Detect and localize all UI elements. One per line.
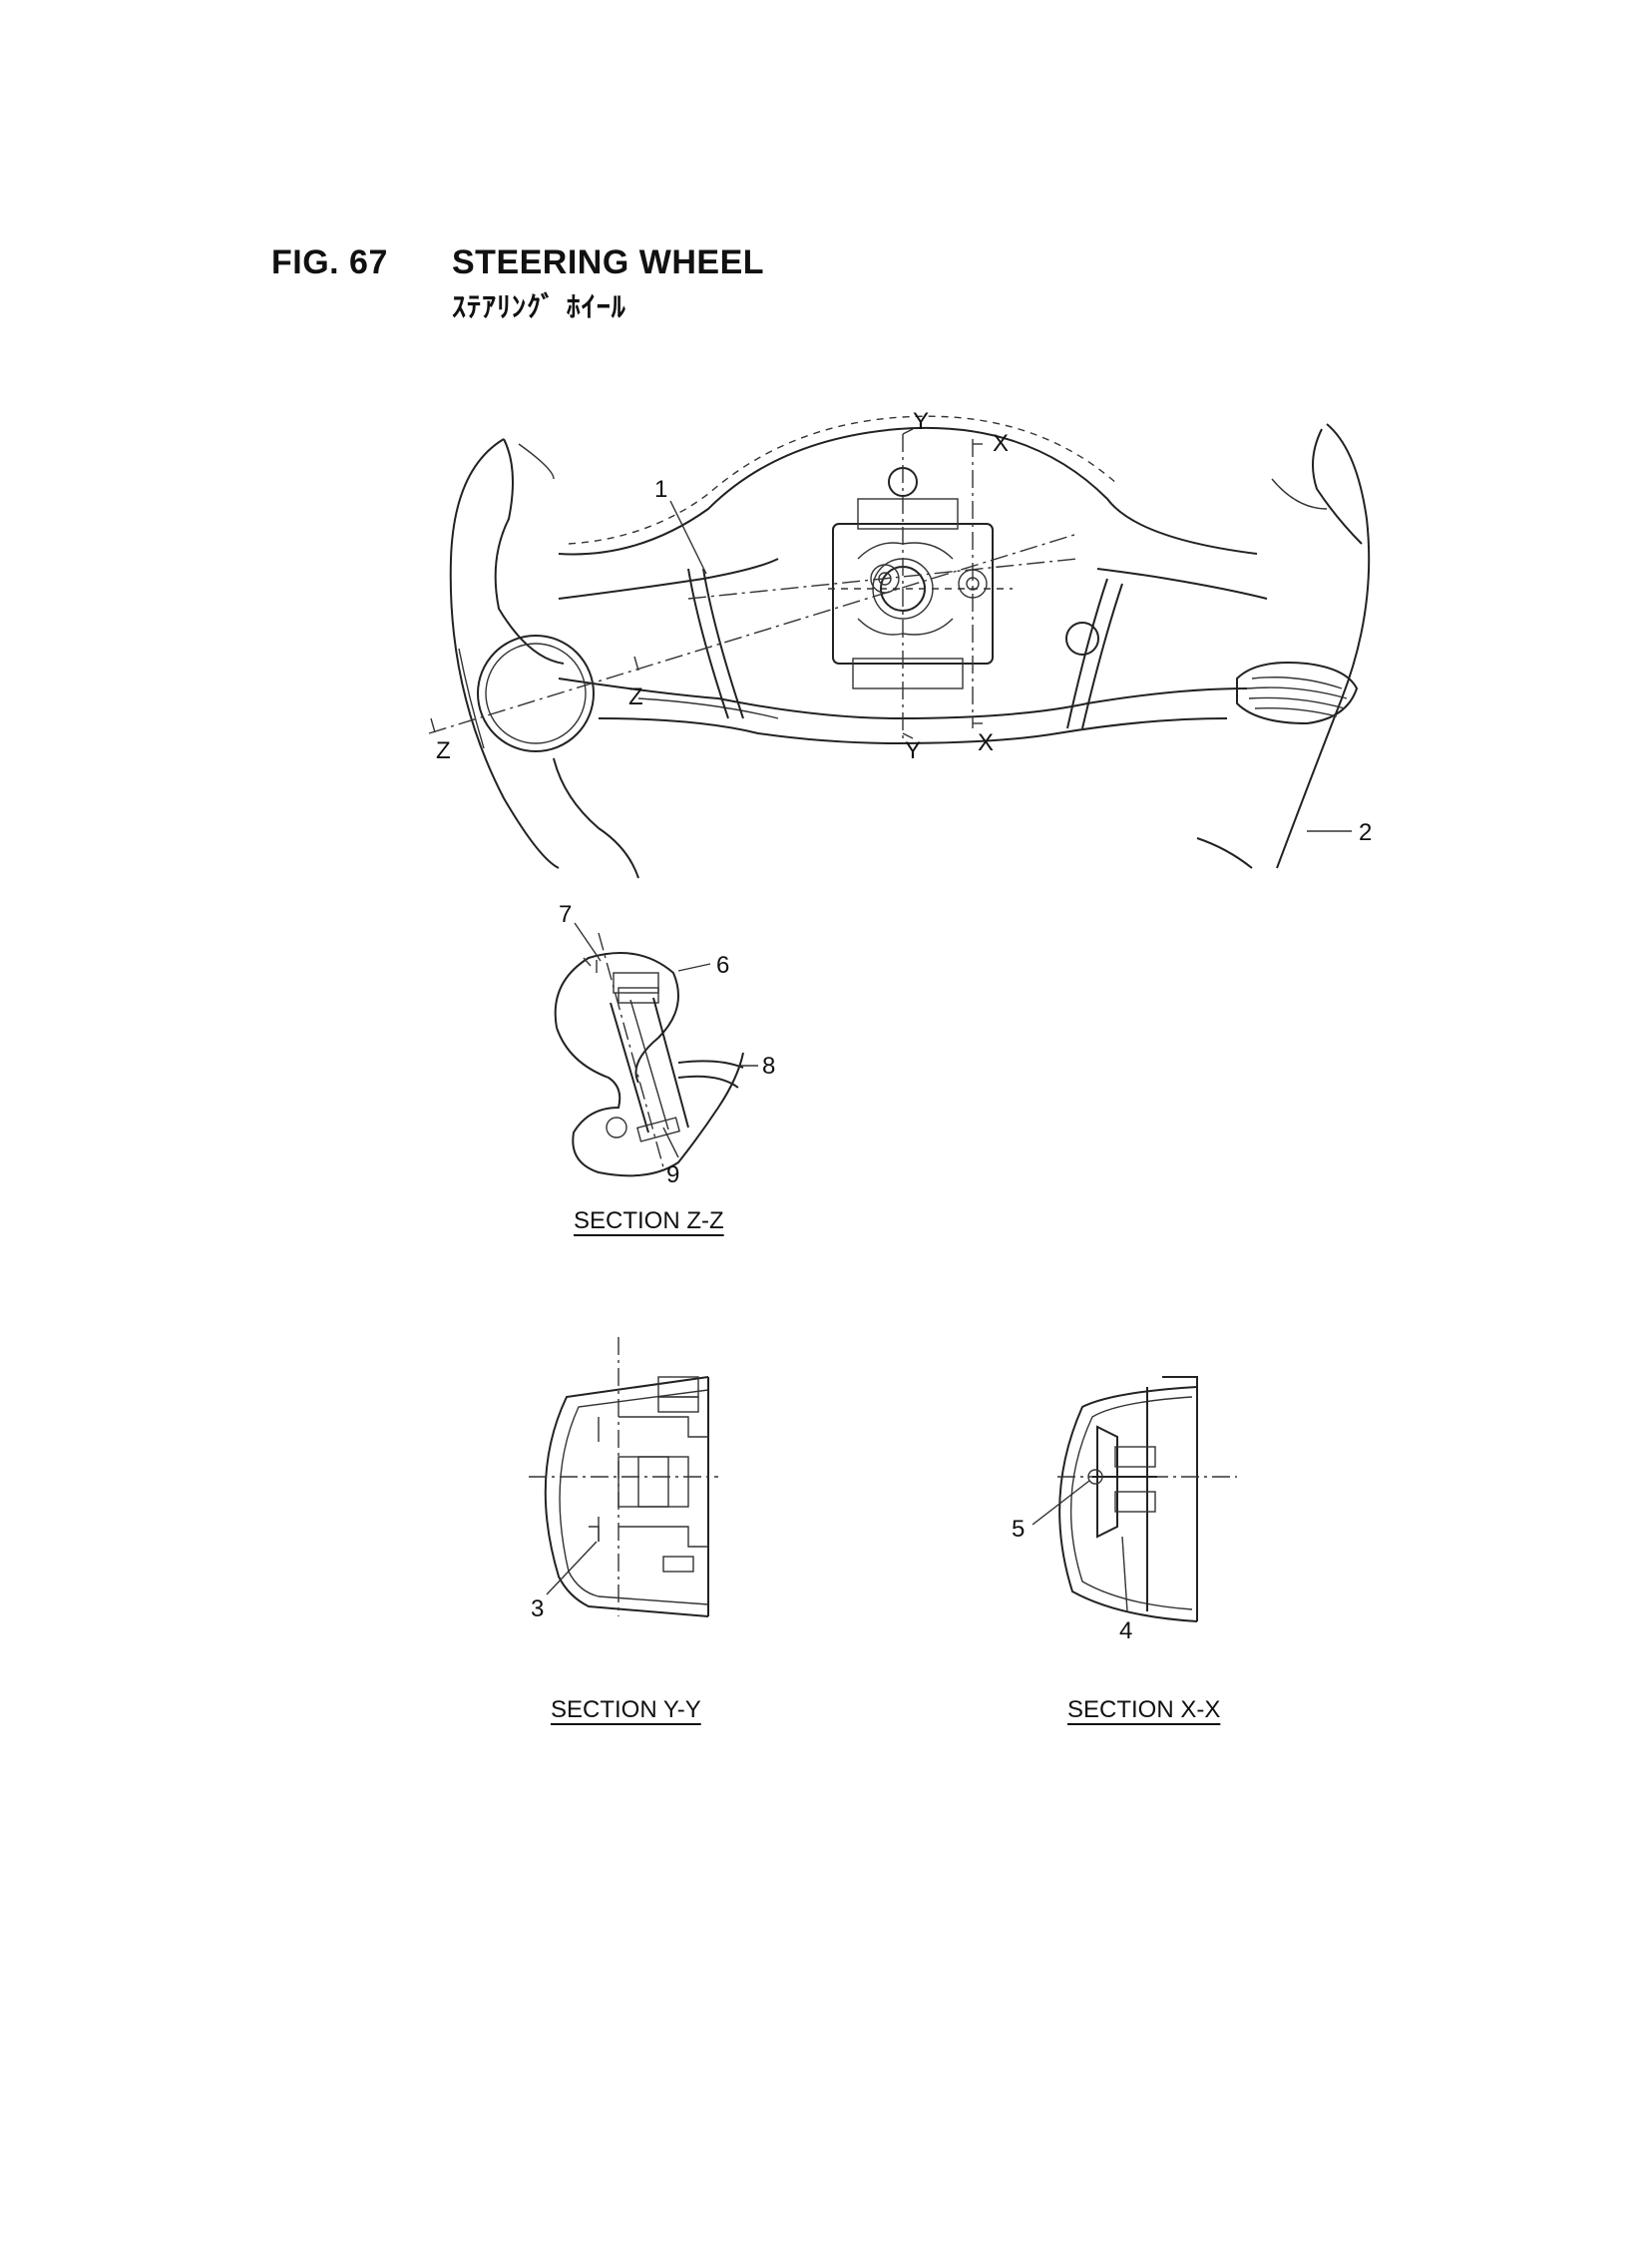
callout-7: 7 <box>559 901 572 928</box>
hub-lower-arc <box>558 678 1248 720</box>
figure-subtitle-japanese: ｽﾃｱﾘﾝｸﾞ ﾎｲｰﾙ <box>452 290 626 323</box>
section-mark-z-right: Z <box>628 683 643 710</box>
caption-section-xx: SECTION X-X <box>1067 1696 1221 1723</box>
caption-section-zz: SECTION Z-Z <box>574 1207 724 1234</box>
section-mark-y-top: Y <box>913 408 929 435</box>
callout-6: 6 <box>716 952 729 979</box>
section-mark-z-left: Z <box>436 737 451 764</box>
left-rim-lower <box>553 757 639 879</box>
right-rim-outer <box>1276 423 1371 869</box>
section-yy-view: 3 <box>529 1337 718 1622</box>
callout-3: 3 <box>531 1595 544 1622</box>
callout-5: 5 <box>1012 1516 1025 1543</box>
left-rim-outer <box>449 438 560 869</box>
right-rim-inner <box>1312 428 1363 545</box>
callout-2: 2 <box>1359 819 1372 846</box>
figure-number: FIG. 67 <box>271 243 388 281</box>
right-rim-lower <box>1196 837 1253 869</box>
callout-4: 4 <box>1119 1617 1132 1644</box>
caption-section-yy: SECTION Y-Y <box>551 1696 701 1723</box>
section-mark-y-bottom: Y <box>905 737 921 764</box>
section-xx-view: 5 4 <box>1012 1376 1237 1644</box>
section-zz-view: 7 6 8 9 <box>554 901 775 1188</box>
left-rim-inner <box>494 438 565 665</box>
steering-wheel-main-view: Y Y X X Z Z 1 2 <box>428 408 1372 879</box>
section-mark-x-bottom: X <box>978 729 994 756</box>
callout-9: 9 <box>666 1161 679 1188</box>
figure-title: STEERING WHEEL <box>452 243 765 281</box>
callout-8: 8 <box>762 1053 775 1080</box>
callout-1: 1 <box>654 476 667 503</box>
section-mark-x-top: X <box>993 430 1009 457</box>
hub-upper-arc <box>558 426 1258 556</box>
